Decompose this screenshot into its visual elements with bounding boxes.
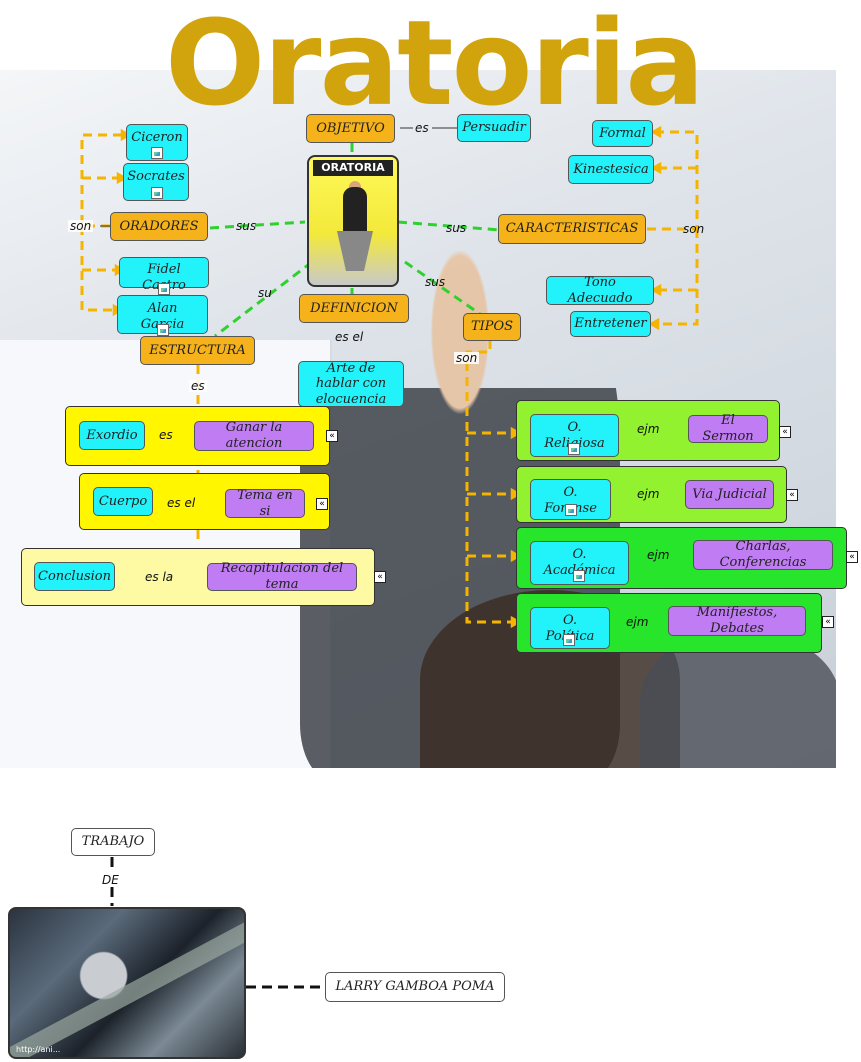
page-title: Oratoria	[165, 0, 705, 132]
collapse-icon[interactable]: «	[822, 616, 834, 628]
label-son: son	[68, 219, 94, 233]
label-ejm: ejm	[637, 487, 660, 501]
node-el-sermon[interactable]: El Sermon	[688, 413, 768, 444]
label-es: es	[189, 379, 207, 393]
label-es: es	[415, 121, 429, 135]
node-tipos[interactable]: TIPOS	[463, 313, 521, 341]
orator-image: ORATORIA	[307, 155, 399, 287]
label-es-la: es la	[145, 570, 174, 584]
node-entretener[interactable]: Entretener	[570, 311, 651, 337]
node-charlas-conferencias[interactable]: Charlas, Conferencias	[693, 539, 833, 570]
image-icon[interactable]	[158, 283, 170, 295]
image-icon[interactable]	[563, 634, 575, 646]
label-es-el: es el	[335, 330, 364, 344]
image-icon[interactable]	[151, 187, 163, 199]
node-formal[interactable]: Formal	[592, 120, 653, 147]
node-larry-gamboa-poma[interactable]: LARRY GAMBOA POMA	[325, 972, 505, 1002]
node-persuadir[interactable]: Persuadir	[457, 114, 531, 142]
node-ganar-atencion[interactable]: Ganar la atencion	[194, 420, 314, 451]
node-tono-adecuado[interactable]: Tono Adecuado	[546, 275, 654, 306]
label-sus: sus	[236, 219, 257, 233]
node-definicion[interactable]: DEFINICION	[299, 294, 409, 323]
collapse-icon[interactable]: «	[846, 551, 858, 563]
label-es: es	[159, 428, 173, 442]
collapse-icon[interactable]: «	[786, 489, 798, 501]
label-son: son	[454, 351, 480, 365]
node-conclusion[interactable]: Conclusion	[34, 562, 115, 591]
author-photo: http://ani...	[8, 907, 246, 1059]
node-trabajo[interactable]: TRABAJO	[71, 828, 155, 856]
node-estructura[interactable]: ESTRUCTURA	[140, 336, 255, 365]
node-caracteristicas[interactable]: CARACTERISTICAS	[498, 214, 646, 244]
node-manifiestos-debates[interactable]: Manifiestos, Debates	[668, 605, 806, 636]
center-image-caption: ORATORIA	[313, 160, 393, 176]
label-son: son	[683, 222, 705, 236]
label-ejm: ejm	[637, 422, 660, 436]
photo-caption: http://ani...	[16, 1045, 61, 1054]
label-sus: sus	[425, 275, 446, 289]
photo-detail	[10, 909, 244, 1057]
podium	[337, 231, 373, 271]
node-exordio[interactable]: Exordio	[79, 421, 145, 450]
collapse-icon[interactable]: «	[326, 430, 338, 442]
node-recapitulacion[interactable]: Recapitulacion del tema	[207, 561, 357, 592]
orator-body	[343, 187, 367, 233]
label-de: DE	[102, 873, 119, 887]
label-es-el: es el	[167, 496, 196, 510]
node-objetivo[interactable]: OBJETIVO	[306, 114, 395, 143]
node-kinestesica[interactable]: Kinestesica	[568, 155, 654, 184]
collapse-icon[interactable]: «	[779, 426, 791, 438]
node-via-judicial[interactable]: Via Judicial	[685, 480, 774, 509]
collapse-icon[interactable]: «	[316, 498, 328, 510]
node-oradores[interactable]: ORADORES	[110, 212, 208, 241]
label-ejm: ejm	[647, 548, 670, 562]
node-socrates[interactable]: Socrates	[123, 163, 189, 201]
image-icon[interactable]	[151, 147, 163, 159]
audience-figure	[640, 630, 836, 768]
node-cuerpo[interactable]: Cuerpo	[93, 487, 153, 516]
node-arte-de-hablar[interactable]: Arte de hablar con elocuencia	[298, 361, 404, 407]
image-icon[interactable]	[157, 324, 169, 336]
label-ejm: ejm	[626, 615, 649, 629]
image-icon[interactable]	[565, 504, 577, 516]
image-icon[interactable]	[573, 570, 585, 582]
node-tema-en-si[interactable]: Tema en si	[225, 488, 305, 519]
label-sus: sus	[446, 221, 467, 235]
collapse-icon[interactable]: «	[374, 571, 386, 583]
node-socrates-label: Socrates	[127, 169, 185, 184]
label-su: su	[258, 286, 272, 300]
node-ciceron-label: Ciceron	[131, 130, 183, 145]
image-icon[interactable]	[568, 443, 580, 455]
